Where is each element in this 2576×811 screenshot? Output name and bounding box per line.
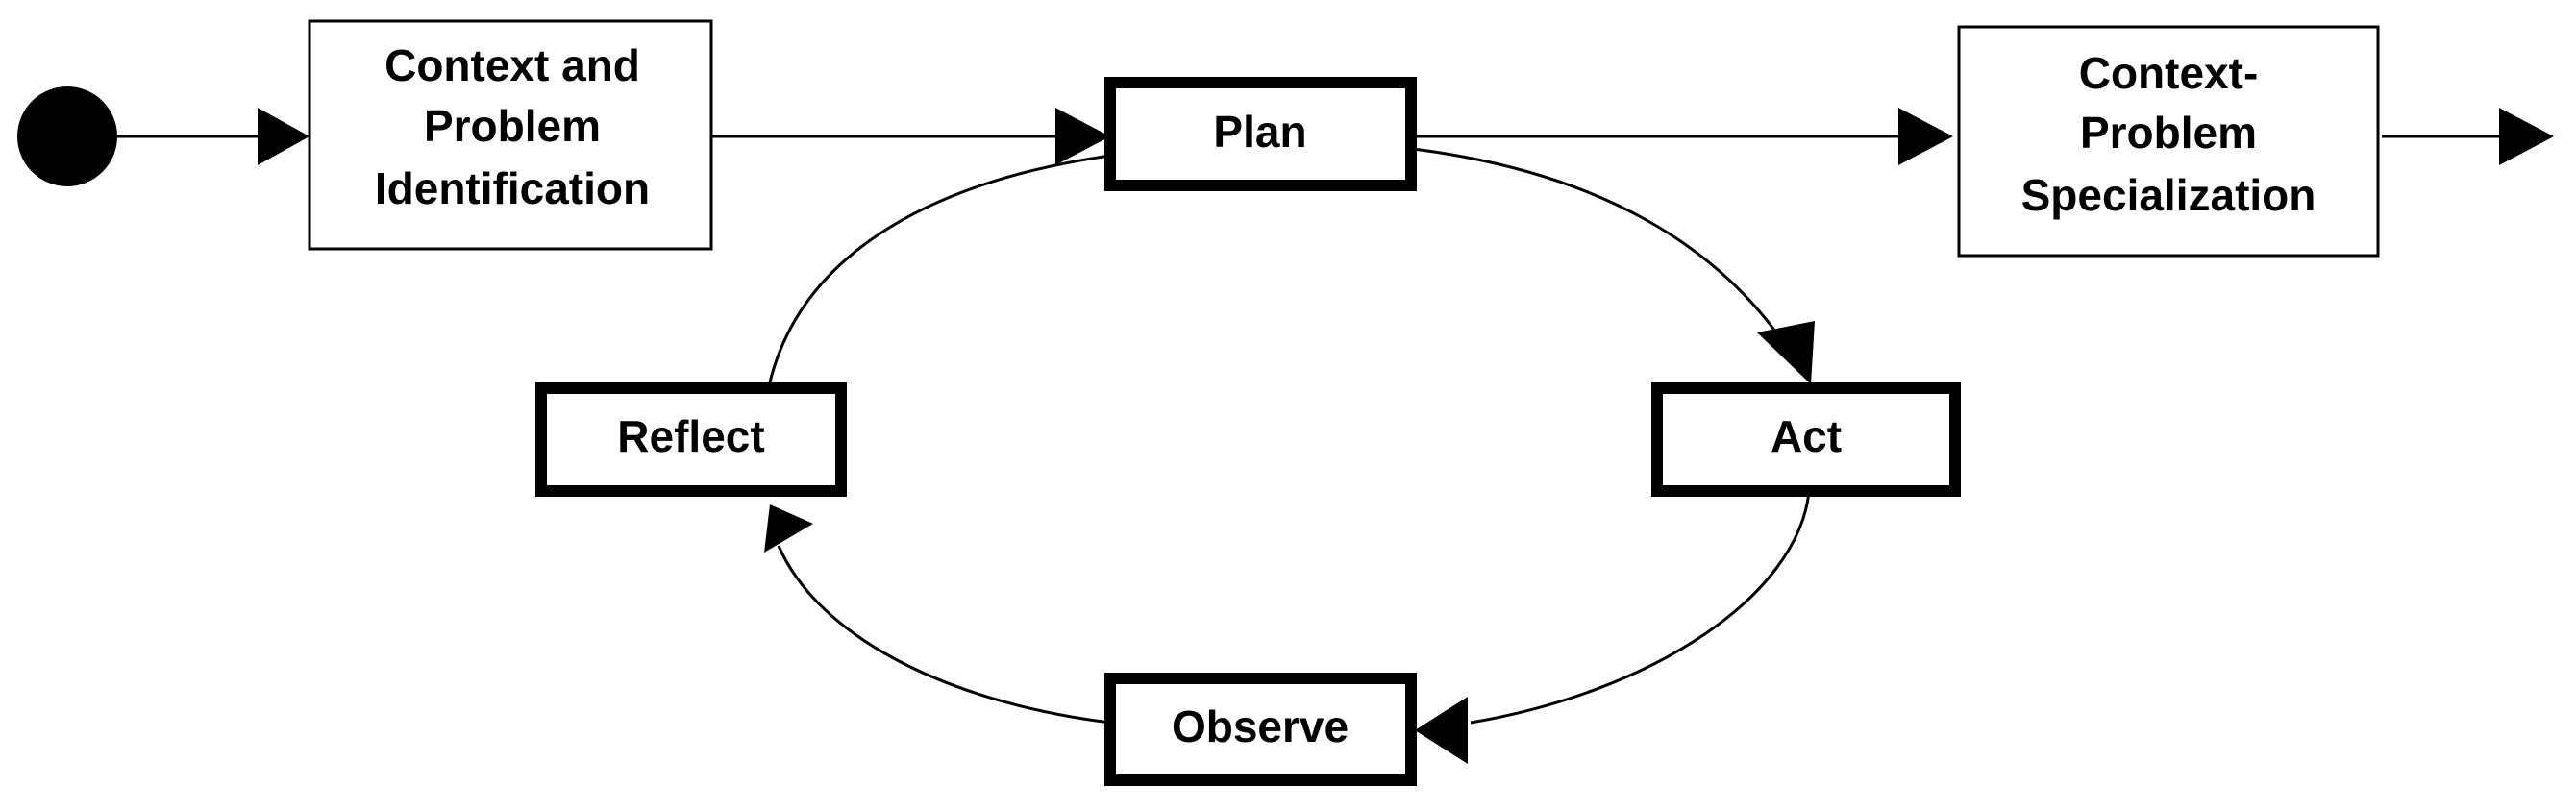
node-observe: Observe: [1104, 673, 1417, 786]
main-flow-arrows: [115, 108, 2554, 165]
plan-label: Plan: [1213, 107, 1306, 157]
node-act: Act: [1651, 382, 1961, 497]
specialization-line-1: Context-: [2079, 48, 2259, 98]
curve-reflect-to-plan: [767, 154, 1111, 387]
curve-plan-to-act: [1412, 147, 1788, 347]
start-node: [17, 86, 117, 186]
identification-line-1: Context and: [384, 40, 640, 90]
node-context-problem-specialization: Context- Problem Specialization: [1957, 25, 2380, 258]
node-context-problem-identification: Context and Problem Identification: [308, 19, 713, 251]
arrowhead-observe: [1415, 697, 1468, 764]
arrowhead-identification: [258, 108, 310, 165]
cycle-arrows: [767, 147, 1811, 725]
reflect-label: Reflect: [617, 411, 764, 461]
arrowhead-act: [1757, 321, 1815, 384]
arrowhead-reflect: [764, 504, 813, 553]
curve-act-to-observe: [1470, 491, 1811, 725]
specialization-line-3: Specialization: [2021, 170, 2316, 220]
node-reflect: Reflect: [535, 382, 847, 497]
arrowhead-plan: [1055, 108, 1110, 165]
curve-observe-to-reflect: [777, 545, 1111, 725]
observe-label: Observe: [1172, 701, 1349, 751]
specialization-line-2: Problem: [2080, 108, 2257, 158]
arrowhead-specialization: [1898, 108, 1953, 165]
node-plan: Plan: [1104, 77, 1417, 191]
identification-line-2: Problem: [424, 101, 601, 151]
act-label: Act: [1771, 411, 1842, 461]
arrowhead-end: [2499, 108, 2554, 165]
identification-line-3: Identification: [375, 163, 650, 213]
